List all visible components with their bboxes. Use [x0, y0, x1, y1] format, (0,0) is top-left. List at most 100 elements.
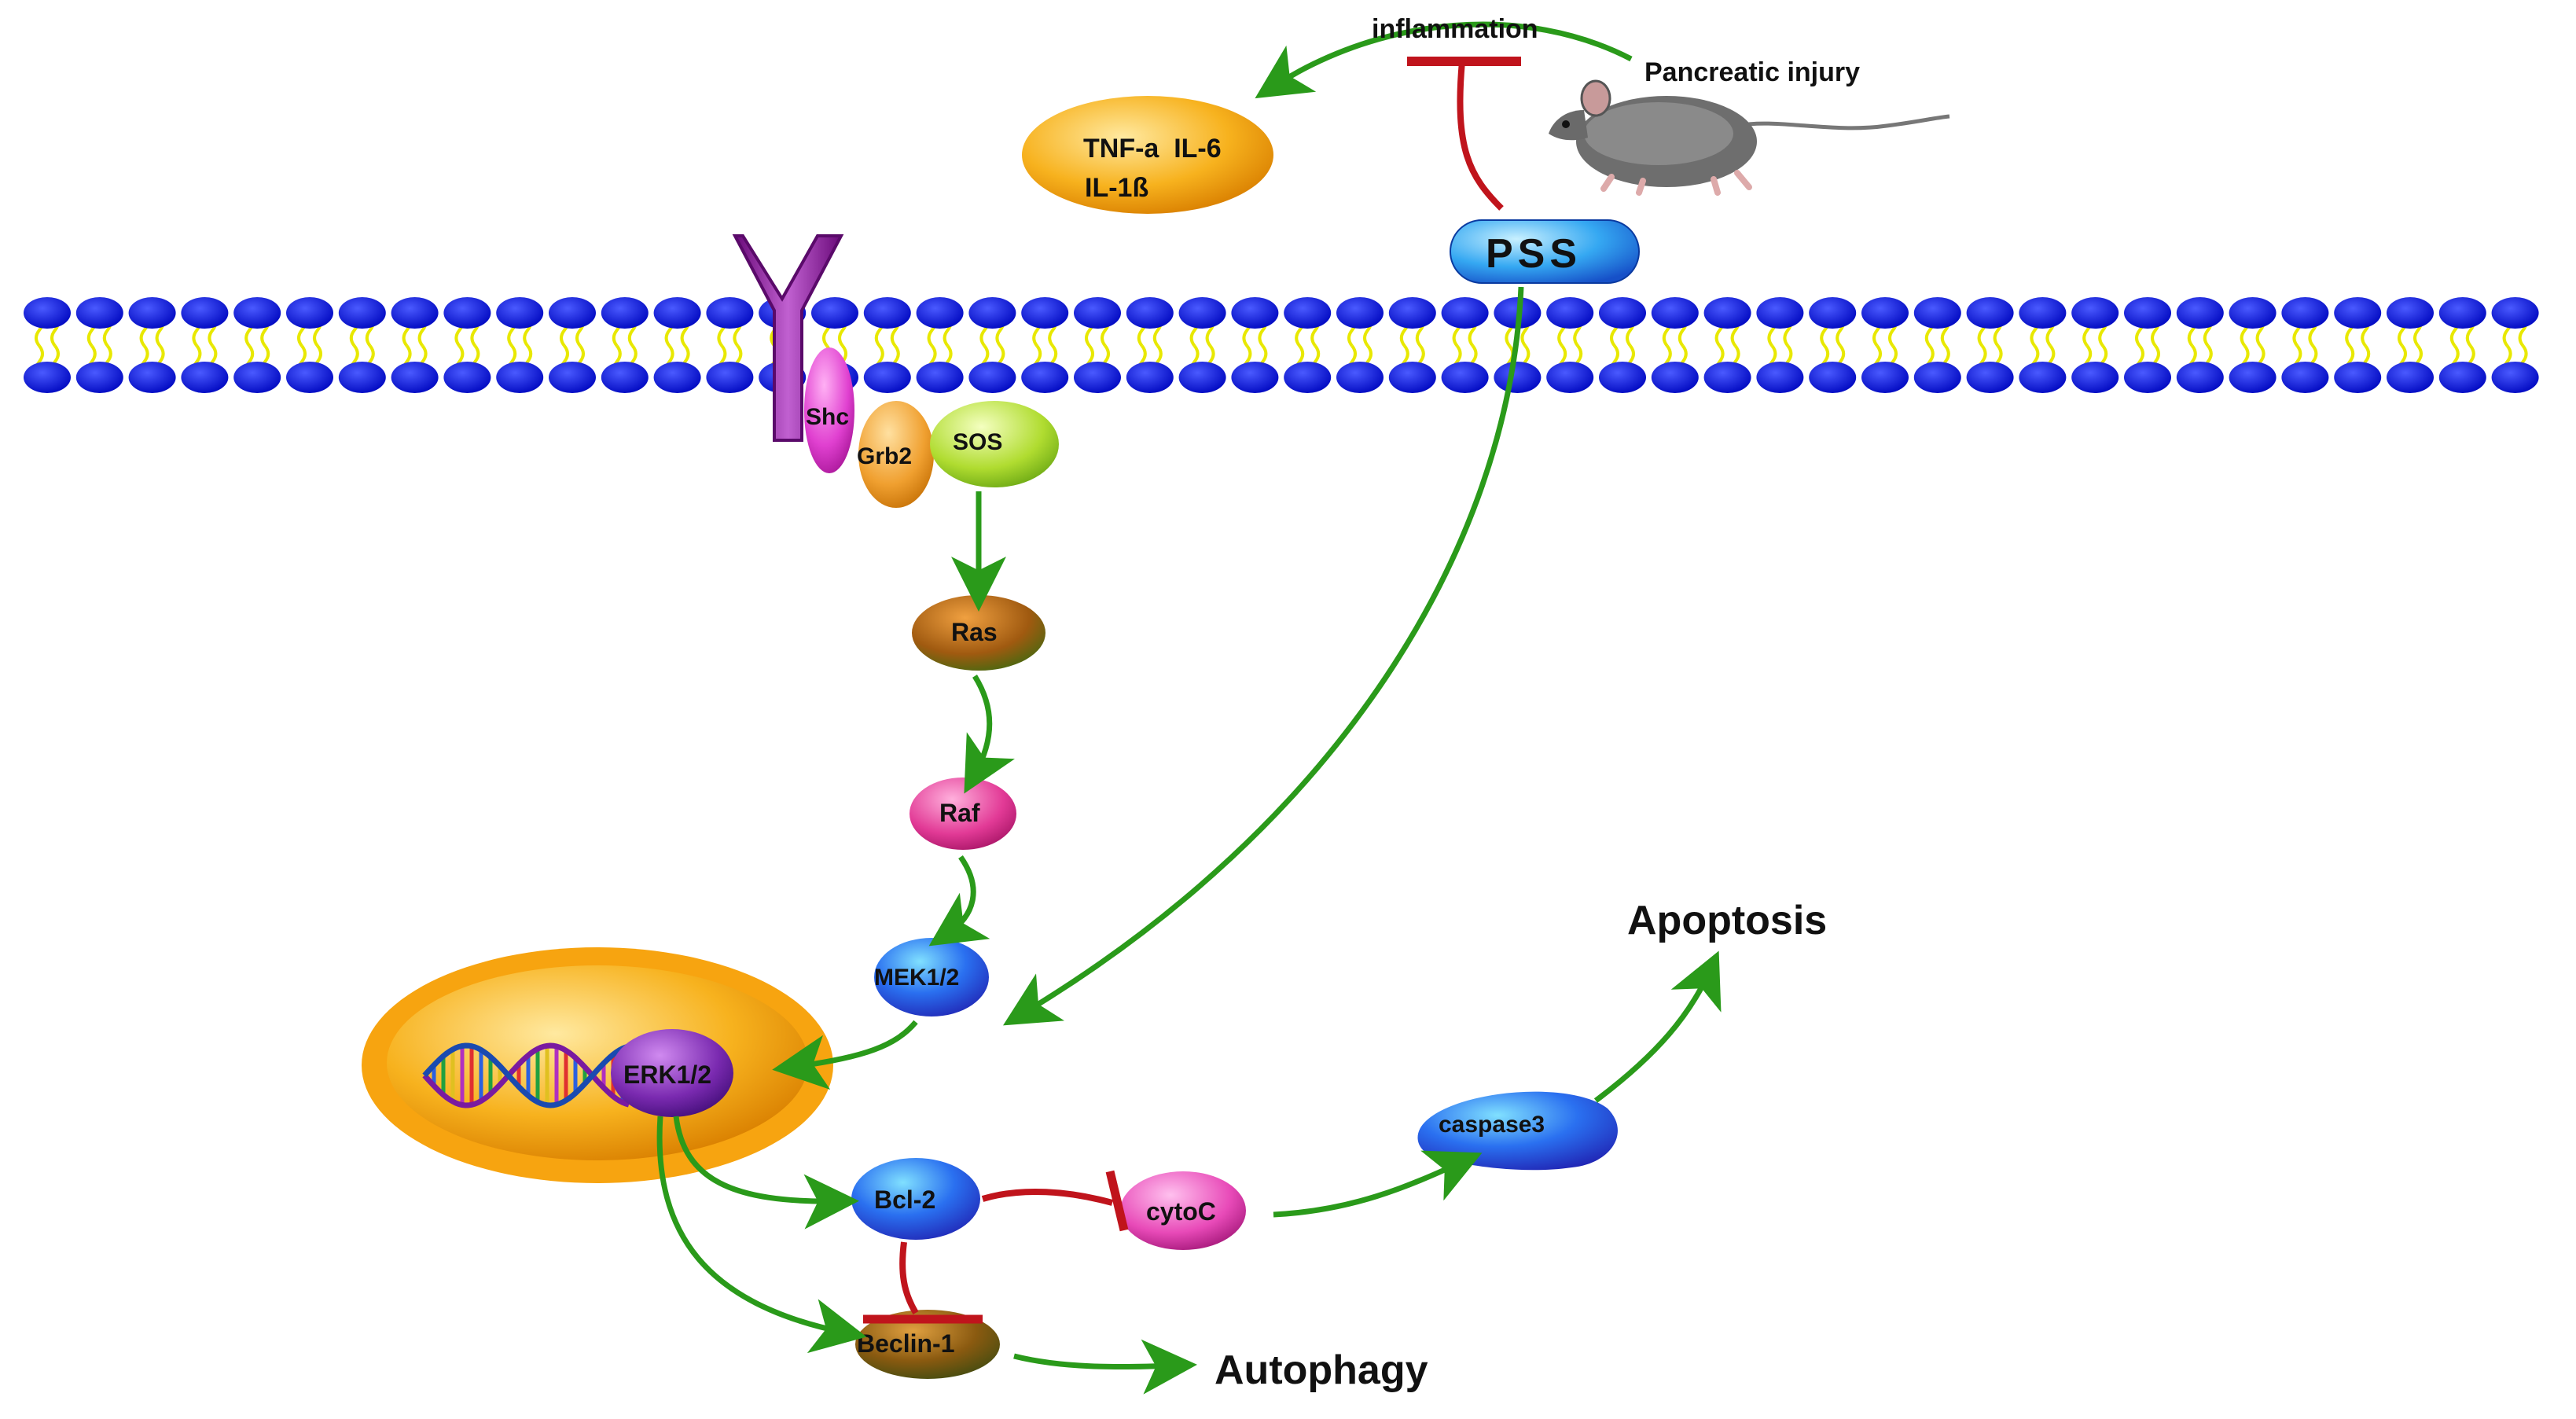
lipid-head	[75, 362, 123, 393]
mouse-icon	[1549, 79, 1950, 196]
inhibit-pss-inflammation	[1457, 61, 1504, 211]
beclin1-node	[855, 1310, 1000, 1379]
lipid-head	[601, 362, 649, 393]
erk-node	[611, 1029, 733, 1117]
lipid-head	[1966, 297, 2014, 329]
lipid-head	[1546, 362, 1594, 393]
bcl2-node	[851, 1158, 980, 1240]
lipid-head	[1546, 297, 1594, 329]
lipid-head	[75, 297, 123, 329]
arrow-raf-to-mek	[928, 855, 990, 947]
lipid-head	[2334, 362, 2382, 393]
lipid-head	[1284, 362, 1332, 393]
lipid-head	[1913, 297, 1961, 329]
lipid-head	[863, 362, 911, 393]
lipid-head	[2124, 362, 2171, 393]
lipid-head	[1178, 297, 1226, 329]
beclin1-label: Beclin-1	[857, 1329, 954, 1358]
lipid-head	[24, 297, 71, 329]
arrow-ras-to-raf	[964, 675, 1015, 794]
lipid-head	[1599, 362, 1646, 393]
lipid-head	[181, 362, 229, 393]
lipid-head	[1021, 362, 1069, 393]
arrow-beclin1-to-autophagy	[1013, 1339, 1197, 1395]
lipid-head	[2176, 362, 2224, 393]
lipid-head	[338, 362, 386, 393]
lipid-head	[863, 297, 911, 329]
lipid-head	[1913, 362, 1961, 393]
lipid-head	[2438, 362, 2486, 393]
lipid-head	[233, 362, 281, 393]
pss-label: PSS	[1486, 231, 1582, 277]
nucleus-inner	[387, 965, 808, 1160]
lipid-head	[1441, 297, 1489, 329]
shc-node	[804, 347, 854, 473]
lipid-head	[706, 362, 754, 393]
nucleus	[362, 947, 833, 1183]
arrow-pss-to-erk	[1002, 286, 1524, 1026]
lipid-head	[2491, 297, 2539, 329]
lipid-head	[2438, 297, 2486, 329]
grb2-node	[858, 401, 934, 508]
lipid-head	[1441, 362, 1489, 393]
lipid-head	[2491, 362, 2539, 393]
lipid-head	[24, 362, 71, 393]
lipid-head	[549, 362, 596, 393]
arrow-caspase3-to-apoptosis	[1593, 950, 1722, 1103]
lipid-head	[2281, 297, 2329, 329]
lipid-head	[2281, 362, 2329, 393]
inhibit-bcl2-beclin1	[899, 1241, 919, 1315]
lipid-head	[1809, 297, 1857, 329]
lipid-head	[128, 362, 176, 393]
sos-node	[930, 401, 1059, 487]
inflammation-label: inflammation	[1372, 14, 1538, 44]
lipid-head	[1178, 362, 1226, 393]
caspase3-label: caspase3	[1439, 1112, 1545, 1138]
ras-label: Ras	[951, 618, 998, 646]
arrow-erk-to-bcl2	[673, 1116, 859, 1230]
dna-helix-icon	[422, 1042, 630, 1108]
receptor-icon	[732, 234, 844, 442]
lipid-head	[286, 362, 333, 393]
lipid-head	[2124, 297, 2171, 329]
raf-label: Raf	[939, 799, 980, 827]
lipid-head	[443, 362, 491, 393]
lipid-head	[1231, 297, 1279, 329]
lipid-head	[2334, 297, 2382, 329]
pss-node	[1450, 219, 1640, 284]
cytoc-label: cytoC	[1146, 1197, 1216, 1226]
lipid-head	[2387, 297, 2434, 329]
lipid-head	[1336, 297, 1384, 329]
grb2-label: Grb2	[857, 443, 912, 469]
lipid-head	[653, 297, 701, 329]
lipid-head	[2229, 362, 2277, 393]
lipid-head	[1494, 362, 1542, 393]
lipid-head	[2071, 362, 2119, 393]
bcl2-label: Bcl-2	[874, 1186, 935, 1214]
lipid-head	[601, 297, 649, 329]
lipid-head	[496, 297, 544, 329]
lipid-head	[2071, 297, 2119, 329]
lipid-head	[1756, 297, 1804, 329]
shc-label: Shc	[806, 404, 849, 430]
lipid-head	[549, 297, 596, 329]
lipid-head	[2019, 297, 2067, 329]
mek-node	[874, 938, 989, 1016]
lipid-head	[1388, 362, 1436, 393]
lipid-head	[1651, 362, 1699, 393]
ras-node	[912, 595, 1045, 671]
arrow-cytoc-to-caspase3	[1273, 1150, 1483, 1218]
lipid-head	[706, 297, 754, 329]
lipid-head	[1336, 362, 1384, 393]
caspase3-node	[1417, 1091, 1618, 1171]
lipid-head	[391, 297, 439, 329]
activation-arrows	[656, 21, 1722, 1395]
lipid-head	[1809, 362, 1857, 393]
lipid-head	[916, 297, 964, 329]
autophagy-label: Autophagy	[1215, 1347, 1428, 1393]
lipid-head	[1021, 297, 1069, 329]
lipid-head	[1756, 362, 1804, 393]
erk-label: ERK1/2	[623, 1061, 711, 1089]
lipid-head	[2019, 362, 2067, 393]
lipid-head	[2387, 362, 2434, 393]
